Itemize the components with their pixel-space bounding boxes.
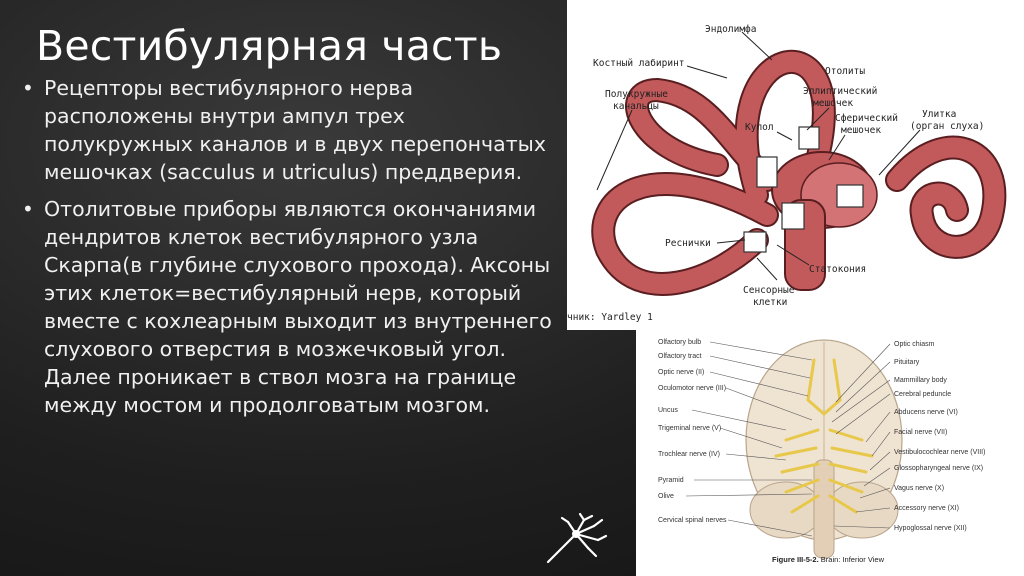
brain-caption-rest: Brain: Inferior View xyxy=(819,555,885,564)
inner-ear-illustration: Эндолимфа Костный лабиринт Отолиты Полук… xyxy=(567,24,1007,323)
brain-label-left: Trigeminal nerve (V) xyxy=(658,425,721,432)
figure-source: чник: Yardley 1 xyxy=(567,312,653,323)
brain-label-right: Mammillary body xyxy=(894,377,947,384)
bullet-text: Отолитовые приборы являются окончаниями … xyxy=(44,197,552,417)
slide-title: Вестибулярная часть xyxy=(36,22,503,70)
brain-label-left: Olfactory bulb xyxy=(658,339,701,346)
brain-label-right: Accessory nerve (XI) xyxy=(894,505,959,512)
label-cupula: Купол xyxy=(745,122,774,133)
cranial-nerves xyxy=(774,358,874,514)
label-bony-labyrinth: Костный лабиринт xyxy=(593,58,685,69)
label-cochlea-2: (орган слуха) xyxy=(910,121,984,132)
bullet-dot: • xyxy=(22,197,34,221)
hair-cell-bundles xyxy=(743,126,864,253)
brain-shape xyxy=(745,339,903,559)
label-otoliths: Отолиты xyxy=(825,66,865,77)
brain-illustration: Olfactory bulb Olfactory tract Optic ner… xyxy=(658,339,985,564)
brain-label-left: Cervical spinal nerves xyxy=(658,517,727,524)
label-leaders xyxy=(596,31,921,281)
brain-label-left: Optic nerve (II) xyxy=(658,369,704,376)
label-sensory-2: клетки xyxy=(753,297,787,308)
label-elliptic-1: Эллиптический xyxy=(803,86,877,97)
brain-label-right: Optic chiasm xyxy=(894,341,935,348)
brain-label-left: Pyramid xyxy=(658,477,684,484)
brain-label-left: Olfactory tract xyxy=(658,353,702,360)
brain-caption-bold: Figure III-5-2. xyxy=(772,555,819,564)
bullet-item: • Отолитовые приборы являются окончаниям… xyxy=(22,195,552,419)
bullet-item: • Рецепторы вестибулярного нерва располо… xyxy=(22,74,552,186)
brain-label-right: Vagus nerve (X) xyxy=(894,485,944,492)
bullet-list: • Рецепторы вестибулярного нерва располо… xyxy=(22,74,552,428)
brain-label-right: Cerebral peduncle xyxy=(894,391,951,398)
brain-label-leaders xyxy=(685,341,891,537)
label-cochlea-1: Улитка xyxy=(922,109,956,120)
brain-label-right: Vestibulocochlear nerve (VIII) xyxy=(894,449,985,456)
label-spherical-1: Сферический xyxy=(835,113,898,124)
label-spherical-2: мешочек xyxy=(841,125,881,136)
brain-label-left: Oculomotor nerve (III) xyxy=(658,385,726,392)
bullet-text: Рецепторы вестибулярного нерва расположе… xyxy=(44,76,546,184)
brain-label-right: Pituitary xyxy=(894,359,920,366)
brain-label-right: Abducens nerve (VI) xyxy=(894,409,958,416)
label-sensory-1: Сенсорные xyxy=(743,285,795,296)
label-semicircular-2: канальцы xyxy=(613,101,659,112)
brain-caption: Figure III-5-2. Brain: Inferior View xyxy=(772,555,885,564)
label-endolymph: Эндолимфа xyxy=(705,24,756,35)
label-statoconia: Статокония xyxy=(809,264,866,275)
brain-inferior-figure: Olfactory bulb Olfactory tract Optic ner… xyxy=(636,330,1024,576)
label-elliptic-2: мешочек xyxy=(813,98,853,109)
inner-ear-figure: Эндолимфа Костный лабиринт Отолиты Полук… xyxy=(567,0,1024,330)
label-cilia: Реснички xyxy=(665,238,711,249)
brain-label-right: Facial nerve (VII) xyxy=(894,429,947,436)
brain-label-right: Glossopharyngeal nerve (IX) xyxy=(894,465,983,472)
brain-label-right: Hypoglossal nerve (XII) xyxy=(894,525,967,532)
brain-label-left: Olive xyxy=(658,493,674,500)
brain-label-left: Uncus xyxy=(658,407,678,414)
label-semicircular-1: Полукружные xyxy=(605,89,668,100)
labyrinth-canals xyxy=(593,51,1005,294)
bullet-dot: • xyxy=(22,76,34,100)
neuron-icon xyxy=(546,512,608,564)
brain-label-left: Trochlear nerve (IV) xyxy=(658,451,720,458)
